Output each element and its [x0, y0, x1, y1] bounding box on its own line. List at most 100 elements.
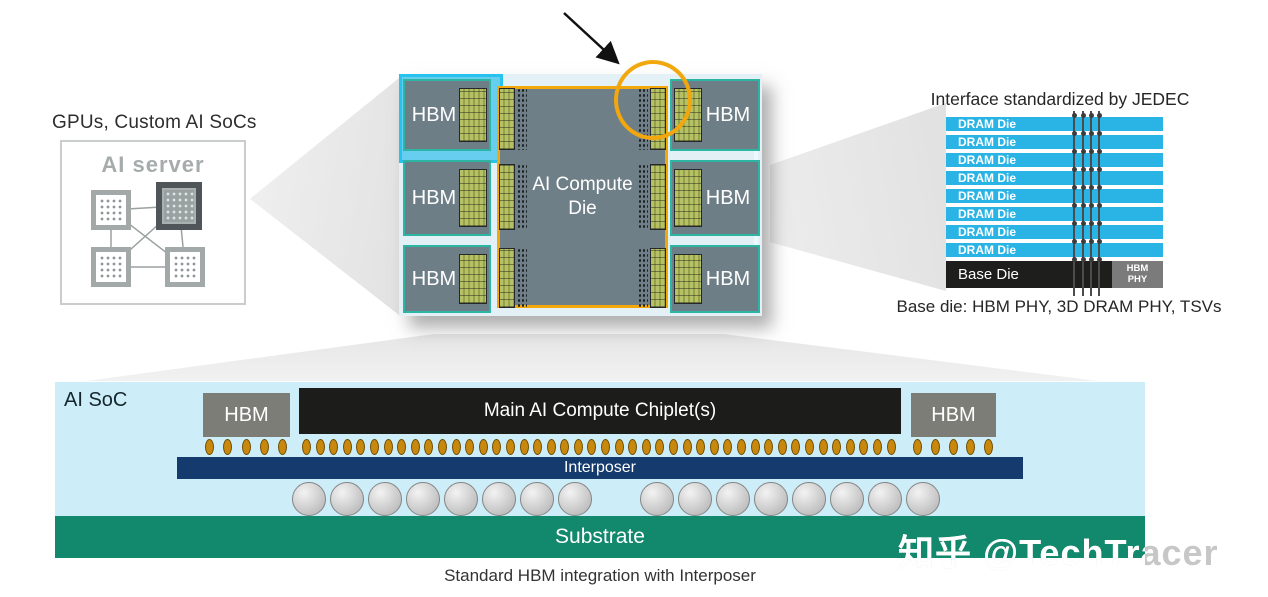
- jedec-caption: Base die: HBM PHY, 3D DRAM PHY, TSVs: [896, 297, 1222, 316]
- microbump-row-center: [302, 439, 896, 456]
- tsv-dot: [1088, 149, 1094, 154]
- microbump: [546, 439, 556, 455]
- microbump: [777, 439, 787, 455]
- interposer-label: Interposer: [563, 459, 637, 476]
- microbump: [723, 439, 733, 455]
- solder-ball: [792, 482, 826, 516]
- phy-interface-strip: [459, 88, 487, 142]
- dram-die-label: DRAM Die: [958, 135, 1017, 149]
- hbm-die-block: HBM: [403, 160, 491, 236]
- interposer-bar: Interposer: [177, 457, 1023, 479]
- solder-ball-row-right: [640, 482, 940, 516]
- dram-die-label: DRAM Die: [958, 243, 1017, 257]
- microbump: [614, 439, 624, 455]
- microbump: [505, 439, 515, 455]
- server-chip: [91, 190, 131, 230]
- microbump: [913, 439, 922, 455]
- tsv-dot: [1080, 203, 1086, 208]
- solder-ball: [482, 482, 516, 516]
- microbump: [737, 439, 746, 455]
- substrate-label: Substrate: [555, 525, 645, 548]
- chip-die-pattern: [172, 254, 198, 280]
- bottom-caption: Standard HBM integration with Interposer: [444, 566, 756, 585]
- microbump: [492, 439, 502, 455]
- tsv-dot: [1080, 113, 1086, 118]
- hbm-phy-block: HBM PHY: [1112, 261, 1163, 288]
- microbump: [259, 439, 269, 455]
- tsv-dot: [1096, 113, 1102, 118]
- dram-die-label: DRAM Die: [958, 207, 1017, 221]
- tsv-dot: [1080, 239, 1086, 244]
- microbump: [750, 439, 760, 455]
- dram-die-label: DRAM Die: [958, 171, 1017, 185]
- ai-compute-die-label: AI Compute Die: [532, 174, 633, 219]
- hbm-die-block: HBM: [670, 245, 760, 313]
- microbump: [948, 439, 958, 455]
- hbm-chip-right: HBM: [911, 393, 996, 437]
- tsv-dot: [1080, 257, 1086, 262]
- tsv-dot: [1088, 203, 1094, 208]
- microbump: [655, 439, 665, 455]
- solder-ball: [678, 482, 712, 516]
- tsv-dot: [1071, 239, 1077, 244]
- hbm-die-label: HBM: [705, 186, 751, 209]
- dram-die-label: DRAM Die: [958, 189, 1017, 203]
- microbump: [437, 439, 447, 455]
- microbump: [886, 439, 896, 455]
- phy-interface-strip: [674, 254, 702, 304]
- hbm-die-block: HBM: [403, 245, 491, 313]
- microbump: [966, 439, 976, 455]
- dram-die-bar: DRAM Die: [946, 135, 1163, 149]
- microbump: [628, 439, 638, 455]
- dram-die-bar: DRAM Die: [946, 153, 1163, 167]
- dram-die-bar: DRAM Die: [946, 171, 1163, 185]
- dram-die-bar: DRAM Die: [946, 225, 1163, 239]
- microbump: [278, 439, 287, 455]
- microbump: [465, 439, 475, 455]
- solder-ball: [640, 482, 674, 516]
- tsv-dot: [1088, 185, 1094, 190]
- hbm-die-label: HBM: [411, 267, 457, 290]
- microbump: [872, 439, 882, 455]
- hbm-die-label: HBM: [411, 186, 457, 209]
- hbm-phy-label: HBM PHY: [1126, 263, 1149, 285]
- tsv-dot: [1080, 149, 1086, 154]
- tsv-dot: [1088, 257, 1094, 262]
- microbump: [223, 439, 233, 455]
- hbm-chip-left-label: HBM: [224, 403, 269, 426]
- microbump: [451, 439, 461, 455]
- solder-ball-row-left: [292, 482, 592, 516]
- microbump: [984, 439, 993, 455]
- solder-ball: [406, 482, 440, 516]
- microbump: [601, 439, 611, 455]
- hbm-chip-left: HBM: [203, 393, 290, 437]
- tsv-dot: [1096, 185, 1102, 190]
- dram-die-bar: DRAM Die: [946, 207, 1163, 221]
- solder-ball: [754, 482, 788, 516]
- tsv-dot: [1071, 113, 1077, 118]
- microbump: [641, 439, 651, 455]
- microbump: [804, 439, 814, 455]
- microbump-row-right: [913, 439, 993, 456]
- phy-interface-strip: [499, 164, 515, 230]
- zoom-funnel-down: [86, 334, 1098, 381]
- solder-ball: [368, 482, 402, 516]
- microbump: [573, 439, 583, 455]
- microbump: [329, 439, 339, 455]
- phy-dots: [638, 248, 648, 308]
- callout-circle: [614, 60, 692, 140]
- ai-server-box: AI server: [60, 140, 246, 305]
- dram-die-label: DRAM Die: [958, 117, 1017, 131]
- tsv-dot: [1080, 185, 1086, 190]
- microbump: [832, 439, 842, 455]
- server-chip: [165, 247, 205, 287]
- microbump: [669, 439, 679, 455]
- tsv-dot: [1088, 239, 1094, 244]
- microbump: [205, 439, 214, 455]
- microbump: [764, 439, 774, 455]
- tsv-dot: [1071, 221, 1077, 226]
- hbm-die-label: HBM: [411, 103, 457, 126]
- tsv-dot: [1096, 203, 1102, 208]
